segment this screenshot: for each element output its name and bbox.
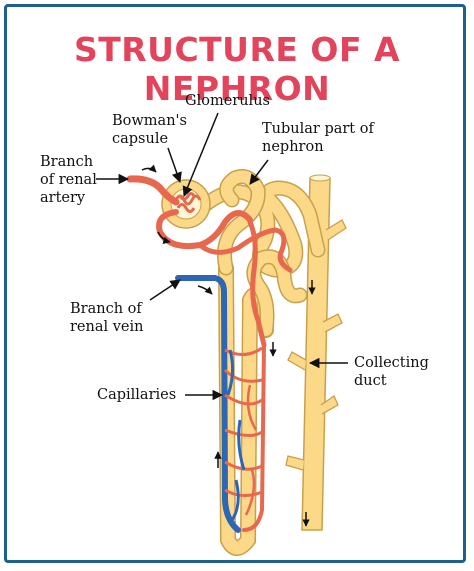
renal-vein-label: Branch of renal vein (70, 300, 144, 336)
bowmans-capsule-label-line-1: Bowman's (112, 113, 187, 129)
renal-artery-label: Branch of renal artery (40, 153, 97, 207)
renal-artery-label-line-3: artery (40, 190, 86, 206)
collecting-duct-label-line-1: Collecting (354, 355, 429, 371)
bowmans-capsule-label: Bowman's capsule (112, 112, 187, 148)
capillaries-label: Capillaries (97, 387, 177, 403)
collecting-duct-label-line-2: duct (354, 373, 387, 389)
diagram-title: STRUCTURE OF A NEPHRON (73, 30, 401, 108)
tubular-part-label-line-1: Tubular part of (262, 121, 374, 137)
tubular-part-label-line-2: nephron (262, 139, 324, 155)
convoluted-tubule (197, 169, 326, 338)
bowmans-capsule-label-line-2: capsule (112, 131, 169, 147)
renal-vein-label-line-1: Branch of (70, 301, 142, 317)
renal-artery-label-line-2: of renal (40, 172, 97, 188)
glomerulus-label: Glomerulus (185, 93, 270, 109)
image-frame (4, 4, 466, 563)
renal-artery (126, 175, 293, 532)
flow-arrows (141, 164, 316, 527)
collecting-duct (285, 174, 347, 531)
renal-vein (175, 275, 241, 533)
renal-artery-label-line-1: Branch (40, 154, 94, 170)
collecting-duct-label: Collecting duct (354, 354, 429, 390)
label-pointers (96, 112, 348, 401)
renal-vein-label-line-2: renal vein (70, 319, 144, 335)
capillary-network (223, 346, 263, 521)
tubular-part-label: Tubular part of nephron (262, 120, 374, 156)
